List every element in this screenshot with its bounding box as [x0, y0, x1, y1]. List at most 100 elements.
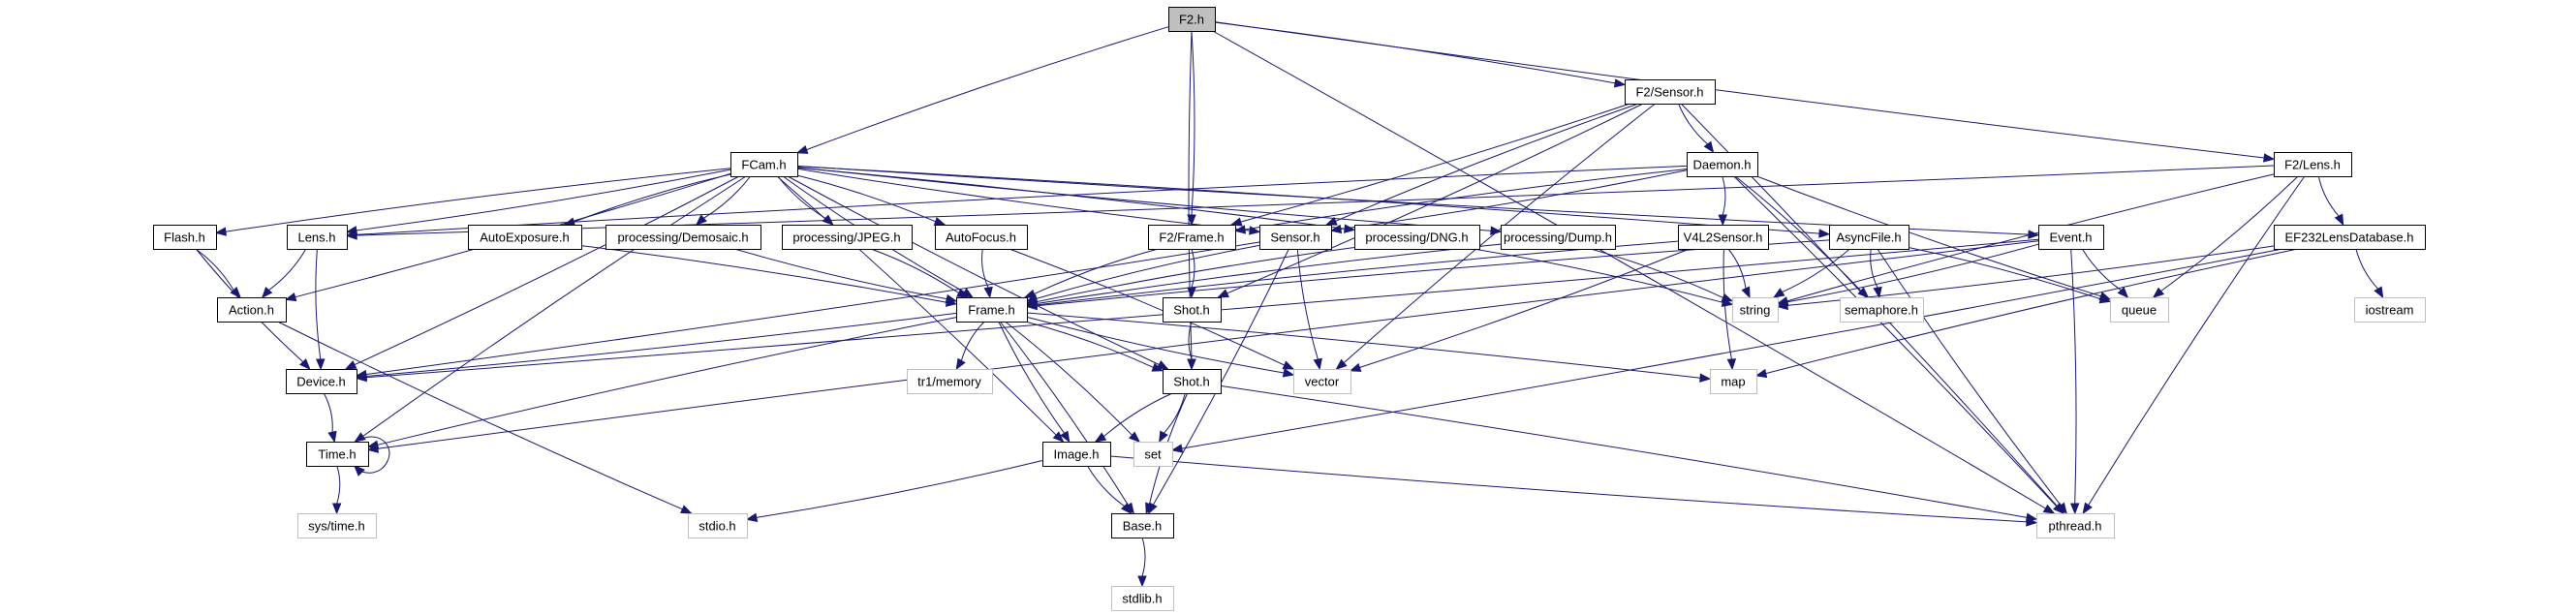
node-processing-jpeg-h[interactable]: processing/JPEG.h — [782, 225, 913, 250]
node-label: Frame.h — [968, 303, 1014, 318]
node-f2-h[interactable]: F2.h — [1168, 7, 1216, 32]
arrowhead-icon — [1721, 292, 1734, 302]
edge-shot-h-to-pthread-h — [1220, 384, 2038, 522]
node-label: sys/time.h — [308, 519, 365, 534]
node-box — [153, 225, 217, 250]
node-label: Shot.h — [1173, 303, 1210, 318]
node-sensor-h[interactable]: Sensor.h — [1259, 225, 1332, 250]
arrowhead-icon — [1187, 287, 1196, 299]
arrowhead-icon — [2028, 230, 2040, 239]
node-fcam-h[interactable]: FCam.h — [730, 152, 798, 177]
edge-line — [960, 321, 985, 361]
node-box — [286, 369, 357, 394]
edge-fcam-h-to-autofocus-h — [796, 174, 947, 227]
node-event-h[interactable]: Event.h — [2038, 225, 2104, 250]
node-lens-h[interactable]: Lens.h — [287, 225, 348, 250]
edge-line — [1152, 248, 1289, 506]
node-processing-dng-h[interactable]: processing/DNG.h — [1354, 225, 1480, 250]
node-f2-frame-h[interactable]: F2/Frame.h — [1148, 225, 1236, 250]
node-base-h[interactable]: Base.h — [1111, 513, 1174, 538]
edge-line — [756, 460, 1043, 518]
edge-asyncfile-h-to-string — [1772, 248, 1850, 298]
edge-line — [377, 240, 2039, 449]
node-shot-h[interactable]: Shot.h — [1163, 369, 1222, 394]
arrowhead-icon — [344, 360, 357, 370]
edge-f2-sensor-h-to-f2-frame-h — [1229, 103, 1630, 227]
arrowhead-icon — [933, 217, 947, 227]
node-f2-sensor-h[interactable]: F2/Sensor.h — [1625, 79, 1716, 105]
node-box — [1678, 225, 1769, 250]
edge-line — [981, 248, 989, 289]
node-processing-demosaic-h[interactable]: processing/Demosaic.h — [605, 225, 761, 250]
node-asyncfile-h[interactable]: AsyncFile.h — [1829, 225, 1909, 250]
node-f2-lens-h[interactable]: F2/Lens.h — [2274, 152, 2352, 177]
node-frame-h[interactable]: Frame.h — [956, 297, 1028, 323]
arrowhead-icon — [795, 144, 809, 154]
node-semaphore-h: semaphore.h — [1840, 297, 1924, 323]
node-pthread-h: pthread.h — [2036, 513, 2115, 538]
edge-asyncfile-h-to-queue — [1908, 247, 2112, 304]
edge-image-h-to-base-h — [1087, 465, 1133, 514]
edge-frame-h-to-shot-h — [1025, 321, 1164, 372]
edge-processing-demosaic-h-to-frame-h — [733, 248, 958, 304]
node-autofocus-h[interactable]: AutoFocus.h — [935, 225, 1028, 250]
arrowhead-icon — [1217, 289, 1229, 298]
edge-line — [2355, 248, 2379, 290]
edge-line — [1212, 30, 2046, 509]
arrowhead-icon — [299, 358, 311, 370]
node-image-h[interactable]: Image.h — [1042, 442, 1111, 467]
arrowhead-icon — [2026, 517, 2038, 527]
node-label: Action.h — [229, 303, 274, 318]
node-label: F2/Lens.h — [2284, 158, 2341, 172]
arrowhead-icon — [261, 287, 273, 299]
arrowhead-icon — [1145, 502, 1155, 515]
node-autoexposure-h[interactable]: AutoExposure.h — [468, 225, 582, 250]
arrowhead-icon — [1187, 358, 1196, 371]
node-label: Flash.h — [164, 231, 205, 245]
node-box — [1163, 369, 1222, 394]
node-label: EF232LensDatabase.h — [2285, 231, 2414, 245]
edge-fcam-h-to-device-h — [344, 175, 740, 370]
edge-f2-sensor-h-to-daemon-h — [1678, 103, 1715, 154]
node-device-h[interactable]: Device.h — [286, 369, 357, 394]
node-label: V4L2Sensor.h — [1684, 231, 1763, 245]
arrowhead-icon — [1233, 225, 1247, 234]
arrowhead-icon — [354, 465, 365, 477]
node-box — [1148, 225, 1236, 250]
node-box — [782, 225, 913, 250]
edge-line — [1335, 103, 1639, 222]
node-daemon-h[interactable]: Daemon.h — [1687, 152, 1758, 177]
edge-line — [2088, 175, 2306, 506]
edge-time-h-to-sys-time-h — [331, 465, 342, 515]
arrowhead-icon — [1741, 286, 1751, 299]
edge-line — [1782, 248, 1850, 293]
node-label: processing/Dump.h — [1504, 231, 1612, 245]
node-time-h[interactable]: Time.h — [306, 442, 369, 467]
edge-fcam-h-to-image-h — [776, 175, 1065, 443]
node-f2-shot-h[interactable]: Shot.h — [1163, 297, 1222, 323]
edge-line — [2081, 248, 2122, 292]
arrowhead-icon — [2042, 504, 2056, 514]
node-label: F2.h — [1179, 13, 1204, 27]
node-action-h[interactable]: Action.h — [217, 297, 287, 323]
node-vector: vector — [1293, 369, 1351, 394]
arrowhead-icon — [1313, 357, 1322, 371]
node-ef232lensdatabase-h[interactable]: EF232LensDatabase.h — [2274, 225, 2426, 250]
edge-line — [1164, 392, 1186, 434]
node-flash-h[interactable]: Flash.h — [153, 225, 217, 250]
arrowhead-icon — [956, 289, 969, 298]
edge-base-h-to-stdlib-h — [1137, 537, 1147, 588]
edge-line — [356, 169, 731, 231]
edge-shot-h-to-image-h — [1094, 392, 1173, 443]
edge-autofocus-h-to-vector — [1009, 248, 1295, 370]
arrowhead-icon — [1025, 300, 1038, 311]
edge-line — [1786, 243, 2039, 303]
arrowhead-icon — [331, 503, 342, 515]
arrowhead-icon — [1490, 226, 1503, 235]
edge-v4l2sensor-h-to-vector — [1349, 248, 1690, 372]
node-processing-dump-h[interactable]: processing/Dump.h — [1501, 225, 1616, 250]
edge-image-h-to-pthread-h — [1109, 455, 2038, 527]
node-label: F2/Frame.h — [1159, 231, 1224, 245]
node-v4l2sensor-h[interactable]: V4L2Sensor.h — [1678, 225, 1769, 250]
